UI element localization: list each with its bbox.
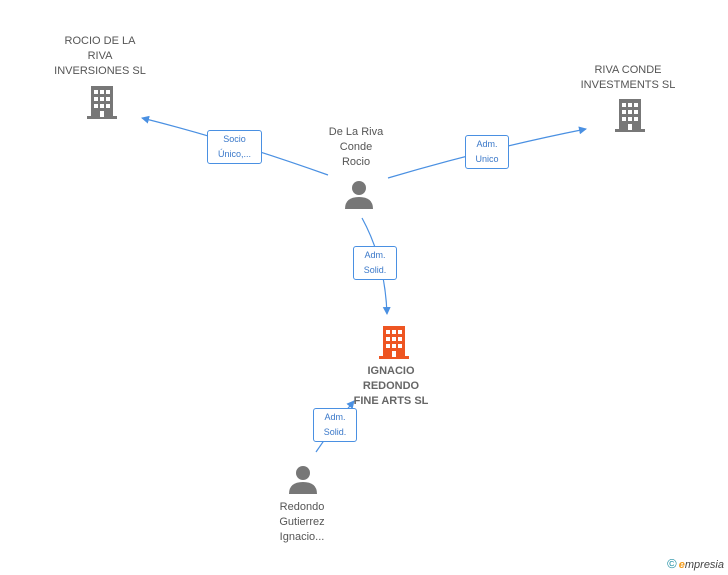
brand-logo-text: mpresia xyxy=(684,559,724,571)
edge-label-adm-unico[interactable]: Adm. Unico xyxy=(465,135,509,169)
edge-label-adm-solid-2[interactable]: Adm. Solid. xyxy=(313,408,357,442)
building-icon[interactable] xyxy=(614,97,646,133)
edge-label-adm-solid-1[interactable]: Adm. Solid. xyxy=(353,246,397,280)
footer-brand: ©empresia xyxy=(667,556,724,571)
company-label-rocio-inversiones[interactable]: ROCIO DE LA RIVA INVERSIONES SL xyxy=(54,35,146,77)
building-icon-focal[interactable] xyxy=(378,324,410,360)
person-label-de-la-riva[interactable]: De La Riva Conde Rocio xyxy=(328,126,384,168)
copyright-symbol: © xyxy=(667,556,677,571)
person-icon[interactable] xyxy=(288,465,318,495)
building-icon[interactable] xyxy=(86,84,118,120)
brand-logo-e: e xyxy=(678,559,685,571)
edge-label-socio-unico[interactable]: Socio Único,... xyxy=(207,130,262,164)
company-label-ignacio-redondo[interactable]: IGNACIO REDONDO FINE ARTS SL xyxy=(353,365,429,407)
person-label-redondo-gutierrez[interactable]: Redondo Gutierrez Ignacio... xyxy=(279,501,325,543)
person-icon[interactable] xyxy=(344,180,374,210)
company-label-riva-conde[interactable]: RIVA CONDE INVESTMENTS SL xyxy=(580,64,676,91)
